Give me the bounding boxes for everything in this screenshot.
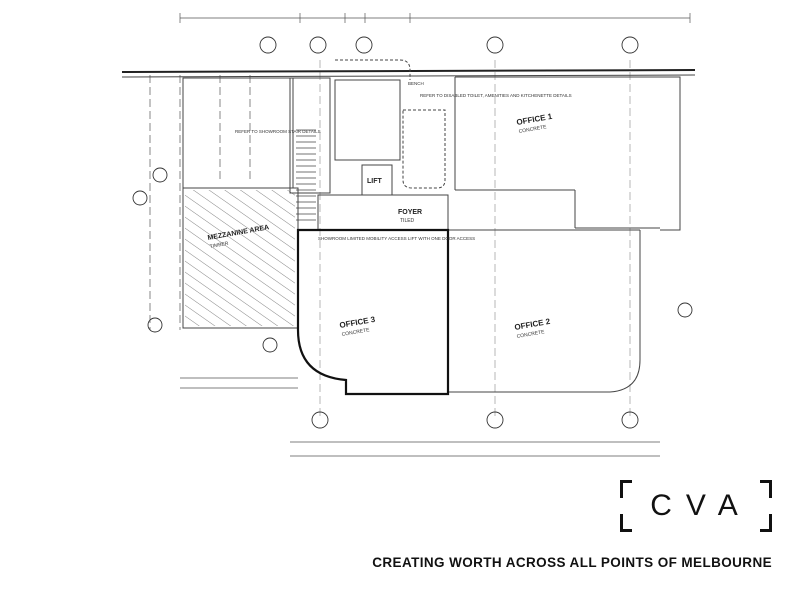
logo-bracket-bl [620,514,632,532]
stair-note: REFER TO SHOWROOM STAIR DETAILS [235,129,321,134]
floor-plan-drawing: OFFICE 1 CONCRETE OFFICE 2 CONCRETE OFFI… [121,13,696,457]
office3-finish: CONCRETE [341,327,370,338]
office2-finish: CONCRETE [516,329,545,340]
office1-finish: CONCRETE [518,124,547,135]
bench-note: BENCH [408,81,424,86]
mezzanine-finish: TIMBER [209,241,229,250]
office2-label: OFFICE 2 [514,317,552,332]
logo-bracket-tr [760,480,772,498]
logo-bracket-tl [620,480,632,498]
cva-logo: CVA [620,480,772,532]
foyer-label: FOYER [398,209,422,216]
tagline: CREATING WORTH ACROSS ALL POINTS OF MELB… [372,555,772,570]
lift-access-note: SHOWROOM LIMITED MOBILITY ACCESS LIFT WI… [318,236,475,241]
logo-text: CVA [650,489,752,522]
logo-bracket-br [760,514,772,532]
lift-label: LIFT [367,178,382,185]
foyer-finish: TILED [400,218,415,224]
office3-label: OFFICE 3 [339,315,377,330]
office1-label: OFFICE 1 [516,112,554,127]
disabled-toilet-note: REFER TO DISABLED TOILET, AMENITIES AND … [420,93,572,98]
